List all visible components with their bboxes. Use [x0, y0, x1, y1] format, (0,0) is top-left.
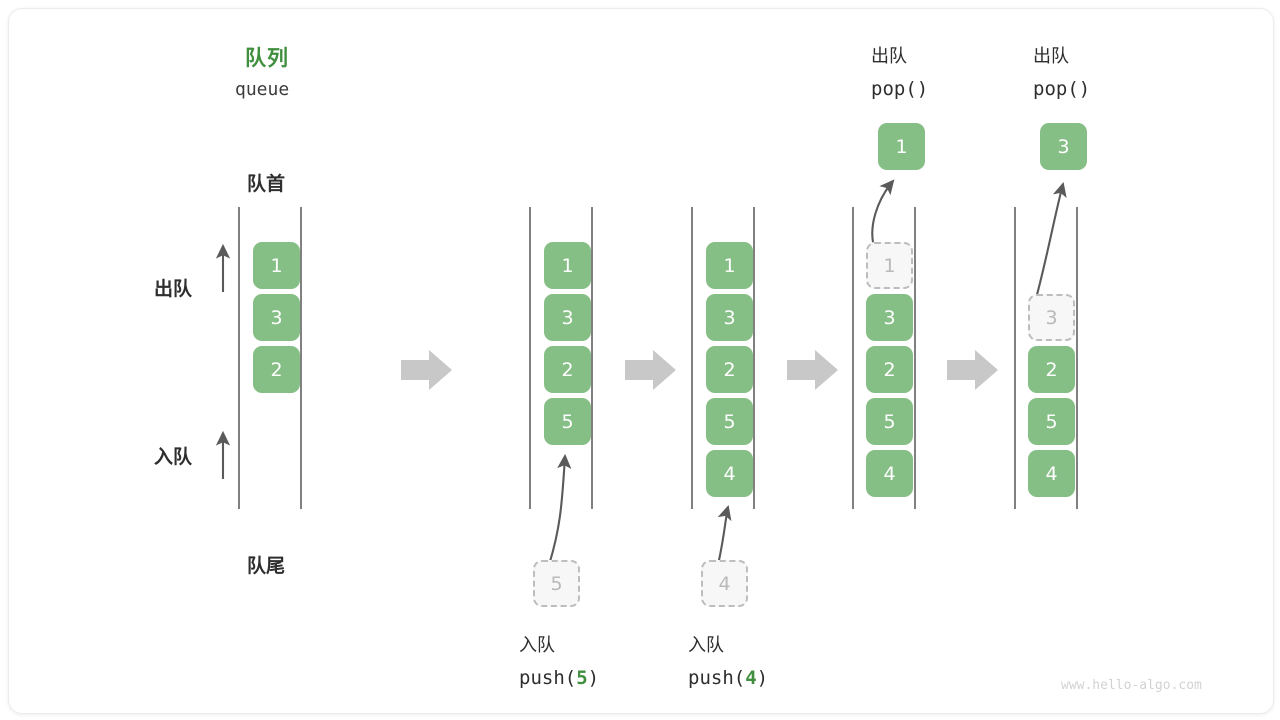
- diagram-stage: 队列 queue 队首 队尾 出队 入队 1 3 2 1 3 2 5 5 入队 …: [9, 9, 1273, 713]
- push-5-caption-code: push(5): [519, 667, 599, 689]
- page-title: 队列: [245, 47, 289, 70]
- queue-item: 2: [866, 346, 913, 393]
- push-4-caption-code: push(4): [688, 667, 768, 689]
- push-4-code-close: ): [756, 667, 769, 689]
- push-5-caption-cn: 入队: [519, 635, 555, 655]
- queue-item: 1: [706, 242, 753, 289]
- queue-item: 3: [706, 294, 753, 341]
- queue-item: 3: [253, 294, 300, 341]
- queue-item: 1: [253, 242, 300, 289]
- queue-item-removed-ghost: 1: [866, 242, 913, 289]
- step-arrow-3: [787, 350, 838, 390]
- queue-item: 4: [866, 450, 913, 497]
- queue-tail-label: 队尾: [247, 556, 286, 577]
- popped-element: 1: [878, 123, 925, 170]
- pop-1-caption-cn: 出队: [871, 46, 907, 66]
- diagram-vector-layer: [215, 179, 1078, 566]
- popped-element: 3: [1040, 123, 1087, 170]
- step-arrow-2: [625, 350, 676, 390]
- queue-item: 2: [253, 346, 300, 393]
- pop-3-caption-cn: 出队: [1033, 46, 1069, 66]
- push-4-code-fn: push(: [688, 667, 746, 689]
- incoming-element-ghost: 4: [701, 560, 748, 607]
- push-4-caption-cn: 入队: [688, 635, 724, 655]
- queue-item-removed-ghost: 3: [1028, 294, 1075, 341]
- queue-item: 2: [1028, 346, 1075, 393]
- push-4-code-arg: 4: [745, 667, 757, 689]
- push-5-code-close: ): [587, 667, 600, 689]
- queue-item: 2: [544, 346, 591, 393]
- page-subtitle: queue: [235, 79, 290, 100]
- step-arrow-1: [401, 350, 452, 390]
- queue-item: 1: [544, 242, 591, 289]
- pop-1-caption-code: pop(): [871, 78, 929, 100]
- queue-item: 3: [544, 294, 591, 341]
- push-5-code-fn: push(: [519, 667, 577, 689]
- queue-item: 5: [544, 398, 591, 445]
- pop-1-arrow: [871, 179, 895, 251]
- push-5-code-arg: 5: [576, 667, 588, 689]
- queue-item: 4: [706, 450, 753, 497]
- diagram-card: 队列 queue 队首 队尾 出队 入队 1 3 2 1 3 2 5 5 入队 …: [8, 8, 1274, 714]
- dequeue-side-label: 出队: [154, 279, 193, 300]
- incoming-element-ghost: 5: [533, 560, 580, 607]
- pop-3-arrow: [1033, 181, 1067, 303]
- queue-item: 5: [1028, 398, 1075, 445]
- enqueue-side-label: 入队: [154, 447, 193, 468]
- site-watermark: www.hello-algo.com: [1061, 678, 1202, 693]
- queue-item: 3: [866, 294, 913, 341]
- push-4-arrow: [716, 504, 732, 566]
- queue-item: 5: [866, 398, 913, 445]
- queue-item: 5: [706, 398, 753, 445]
- queue-item: 2: [706, 346, 753, 393]
- queue-item: 4: [1028, 450, 1075, 497]
- step-arrow-4: [947, 350, 998, 390]
- pop-3-caption-code: pop(): [1033, 78, 1091, 100]
- queue-head-label: 队首: [247, 174, 286, 195]
- push-5-arrow: [547, 453, 572, 566]
